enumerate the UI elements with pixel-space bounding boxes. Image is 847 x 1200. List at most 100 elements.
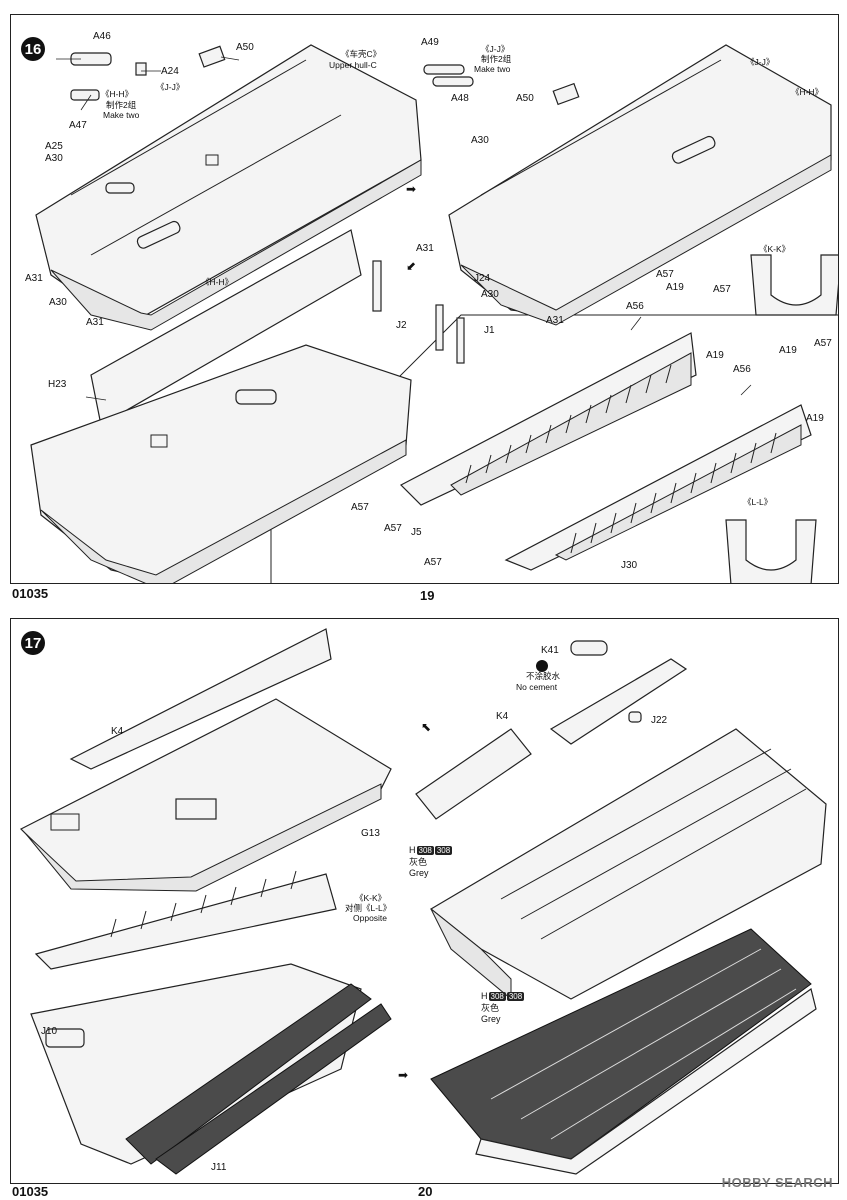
label-make-two-en-1: Make two <box>103 110 140 120</box>
instruction-step-16-panel: 16 ➡ ⬋ <box>10 14 839 584</box>
label-opposite-en: Opposite <box>353 913 387 923</box>
no-cement-icon <box>536 660 548 672</box>
label-a56-1: A56 <box>626 301 644 312</box>
paint-code: H <box>481 991 488 1001</box>
label-a48: A48 <box>451 93 469 104</box>
step-17-diagram: ⬉ ➡ K4 G13 《K-K》 对侧《L-L》 Opposite J10 J1… <box>19 628 827 1175</box>
label-j22: J22 <box>651 715 668 726</box>
page-number-20: 20 <box>418 1184 433 1199</box>
label-a46: A46 <box>93 31 111 42</box>
label-j2: J2 <box>396 320 407 331</box>
paint-number-chip: 308 <box>434 846 453 855</box>
label-j11: J11 <box>211 1162 227 1173</box>
label-jj-2: 《J-J》 <box>481 44 509 54</box>
paint-number-chip: 308 <box>416 846 434 855</box>
label-a57-3: A57 <box>814 338 832 349</box>
label-opposite-cn: 对侧《L-L》 <box>345 903 391 913</box>
label-a25: A25 <box>45 141 63 152</box>
label-a31-1: A31 <box>25 273 43 284</box>
label-ll: 《L-L》 <box>743 497 772 507</box>
grey-en: Grey <box>481 1014 501 1024</box>
part-j1 <box>456 317 465 364</box>
part-j22 <box>628 711 642 723</box>
grey-cn: 灰色 <box>481 1003 500 1013</box>
label-a57-5: A57 <box>384 523 402 534</box>
svg-text:⬋: ⬋ <box>406 259 416 273</box>
page-number-19: 19 <box>420 588 435 603</box>
part-a47 <box>70 89 100 101</box>
paint-code: H <box>409 845 416 855</box>
track-guard-left <box>34 873 337 970</box>
label-a30-2: A30 <box>49 297 67 308</box>
label-a57-2: A57 <box>713 284 731 295</box>
label-no-cement-en: No cement <box>516 682 558 692</box>
step-number-badge: 17 <box>21 631 45 655</box>
paint-number-chip: 308 <box>506 992 525 1001</box>
label-j10: J10 <box>41 1026 58 1037</box>
ll-cross-section <box>725 519 817 583</box>
footer-catalog-number-2: 01035 <box>12 1184 49 1199</box>
svg-text:➡: ➡ <box>398 1068 408 1082</box>
part-a48 <box>432 76 474 87</box>
label-a57-4: A57 <box>351 502 369 513</box>
svg-text:⬉: ⬉ <box>421 720 431 734</box>
part-j-post <box>372 260 382 312</box>
lower-hull-left <box>30 963 392 1175</box>
part-h23 <box>90 229 362 426</box>
part-a49 <box>423 64 465 75</box>
instruction-step-17-panel: 17 <box>10 618 839 1184</box>
label-a31-3: A31 <box>416 243 434 254</box>
label-j24: J24 <box>474 273 491 284</box>
hull-floor-left <box>19 698 392 892</box>
kk-cross-section <box>750 254 838 316</box>
grey-cn: 灰色 <box>409 857 428 867</box>
label-a49: A49 <box>421 37 439 48</box>
part-k4-rail <box>549 658 688 745</box>
paint-number-chip: 308 <box>488 992 506 1001</box>
label-a19-4: A19 <box>806 413 824 424</box>
label-a57-1: A57 <box>656 269 674 280</box>
label-jj-1: 《J-J》 <box>156 82 184 92</box>
label-kk: 《K-K》 <box>759 244 790 254</box>
part-h-h-detail <box>136 220 181 249</box>
label-a19-1: A19 <box>666 282 684 293</box>
assembled-hull-right <box>429 728 827 1001</box>
label-a19-3: A19 <box>779 345 797 356</box>
label-no-cement-cn: 不涂胶水 <box>526 671 561 681</box>
grey-en: Grey <box>409 868 429 878</box>
part-a50 <box>198 45 226 68</box>
label-a24: A24 <box>161 66 179 77</box>
label-h23: H23 <box>48 379 67 390</box>
part-k41 <box>570 640 608 656</box>
label-a31-2: A31 <box>86 317 104 328</box>
label-jj-3: 《J-J》 <box>746 57 774 67</box>
label-g13: G13 <box>361 828 380 839</box>
upper-hull-left <box>35 44 422 331</box>
label-a56-2: A56 <box>733 364 751 375</box>
label-a47: A47 <box>69 120 87 131</box>
label-j5: J5 <box>411 527 422 538</box>
upper-hull-right <box>448 44 832 326</box>
part-a24 <box>135 62 147 76</box>
footer-catalog-number: 01035 <box>12 586 49 601</box>
track-guard-set-1 <box>399 332 812 571</box>
label-a19-2: A19 <box>706 350 724 361</box>
label-hh-1: 《H-H》 <box>101 89 133 99</box>
label-k41: K41 <box>541 645 559 656</box>
label-hh-2: 《H-H》 <box>201 277 233 287</box>
label-kk: 《K-K》 <box>355 893 386 903</box>
label-a30-4: A30 <box>481 289 499 300</box>
label-a50: A50 <box>236 42 254 53</box>
label-a31-4: A31 <box>546 315 564 326</box>
label-a57-6: A57 <box>424 557 442 568</box>
label-hh-3: 《H-H》 <box>791 87 823 97</box>
step-number-badge: 16 <box>21 37 45 61</box>
label-j1: J1 <box>484 325 495 336</box>
lower-hull-left <box>30 344 412 583</box>
label-upper-hull-cn: 《车壳C》 <box>341 49 381 59</box>
label-k4-2: K4 <box>496 711 509 722</box>
part-k4-left <box>69 628 332 770</box>
label-upper-hull-en: Upper hull-C <box>329 60 377 70</box>
